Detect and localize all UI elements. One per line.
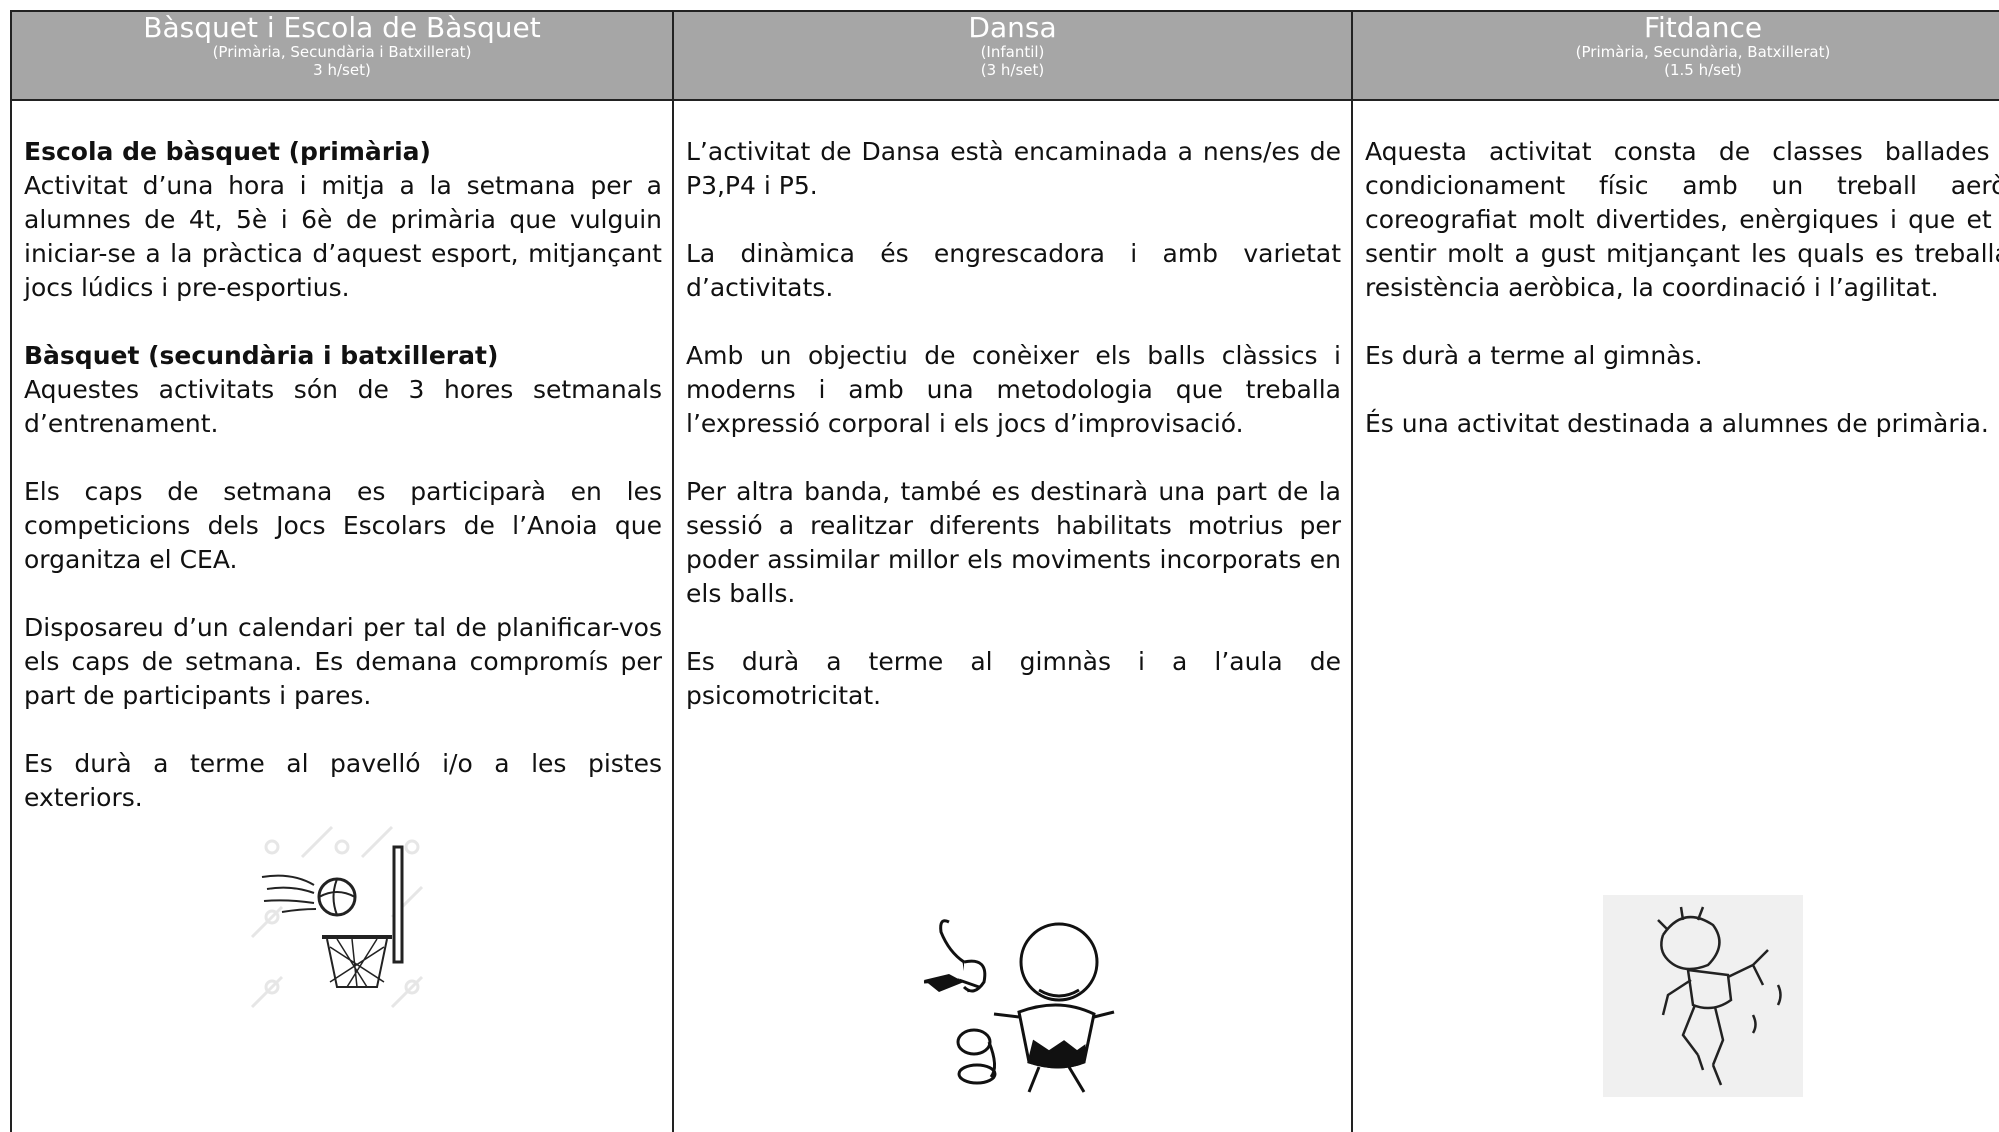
section-heading: Bàsquet (secundària i batxillerat) [24, 341, 499, 370]
paragraph: Bàsquet (secundària i batxillerat) Aques… [24, 339, 662, 441]
column-title: Fitdance [1643, 11, 1763, 44]
paragraph: Disposareu d’un calendari per tal de pla… [24, 613, 662, 710]
section-text: Aquestes activitats són de 3 hores setma… [24, 375, 662, 438]
column-body: Escola de bàsquet (primària) Activitat d… [24, 135, 662, 849]
column-subtitle: (Primària, Secundària i Batxillerat) [212, 43, 472, 61]
paragraph: Escola de bàsquet (primària) Activitat d… [24, 135, 662, 305]
column-hours: 3 h/set) [313, 61, 371, 79]
column-body: Aquesta activitat consta de classes ball… [1365, 135, 1999, 475]
column-hours: (3 h/set) [980, 61, 1045, 79]
column-subtitle: (Primària, Secundària, Batxillerat) [1575, 43, 1831, 61]
paragraph: Es durà a terme al gimnàs. [1365, 341, 1703, 370]
dancing-child-icon [1603, 895, 1803, 1097]
column-title: Bàsquet i Escola de Bàsquet [143, 11, 541, 44]
column-header: Bàsquet i Escola de Bàsquet (Primària, S… [12, 12, 672, 101]
dancing-cartoon-icon [923, 919, 1115, 1093]
column-title: Dansa [968, 11, 1057, 44]
paragraph: Es durà a terme al gimnàs i a l’aula de … [686, 647, 1341, 710]
column-dansa: Dansa (Infantil) (3 h/set) L’activitat d… [674, 12, 1353, 1132]
column-header: Fitdance (Primària, Secundària, Batxille… [1353, 12, 1999, 101]
paragraph: Els caps de setmana es participarà en le… [24, 477, 662, 574]
section-heading: Escola de bàsquet (primària) [24, 137, 431, 166]
paragraph: Per altra banda, també es destinarà una … [686, 477, 1341, 608]
column-body: L’activitat de Dansa està encaminada a n… [686, 135, 1341, 747]
paragraph: Es durà a terme al pavelló i/o a les pis… [24, 749, 662, 812]
column-fitdance: Fitdance (Primària, Secundària, Batxille… [1353, 12, 1999, 1132]
section-text: Activitat d’una hora i mitja a la setman… [24, 171, 662, 302]
column-header: Dansa (Infantil) (3 h/set) [674, 12, 1351, 101]
paragraph: La dinàmica és engrescadora i amb variet… [686, 239, 1341, 302]
column-hours: (1.5 h/set) [1664, 61, 1742, 79]
column-basquet: Bàsquet i Escola de Bàsquet (Primària, S… [12, 12, 674, 1132]
basketball-hoop-icon [250, 825, 424, 1009]
paragraph: L’activitat de Dansa està encaminada a n… [686, 137, 1341, 200]
paragraph: Aquesta activitat consta de classes ball… [1365, 137, 1999, 302]
column-subtitle: (Infantil) [980, 43, 1045, 61]
paragraph: És una activitat destinada a alumnes de … [1365, 409, 1989, 438]
paragraph: Amb un objectiu de conèixer els balls cl… [686, 341, 1341, 438]
activities-table: Bàsquet i Escola de Bàsquet (Primària, S… [10, 10, 1999, 1132]
